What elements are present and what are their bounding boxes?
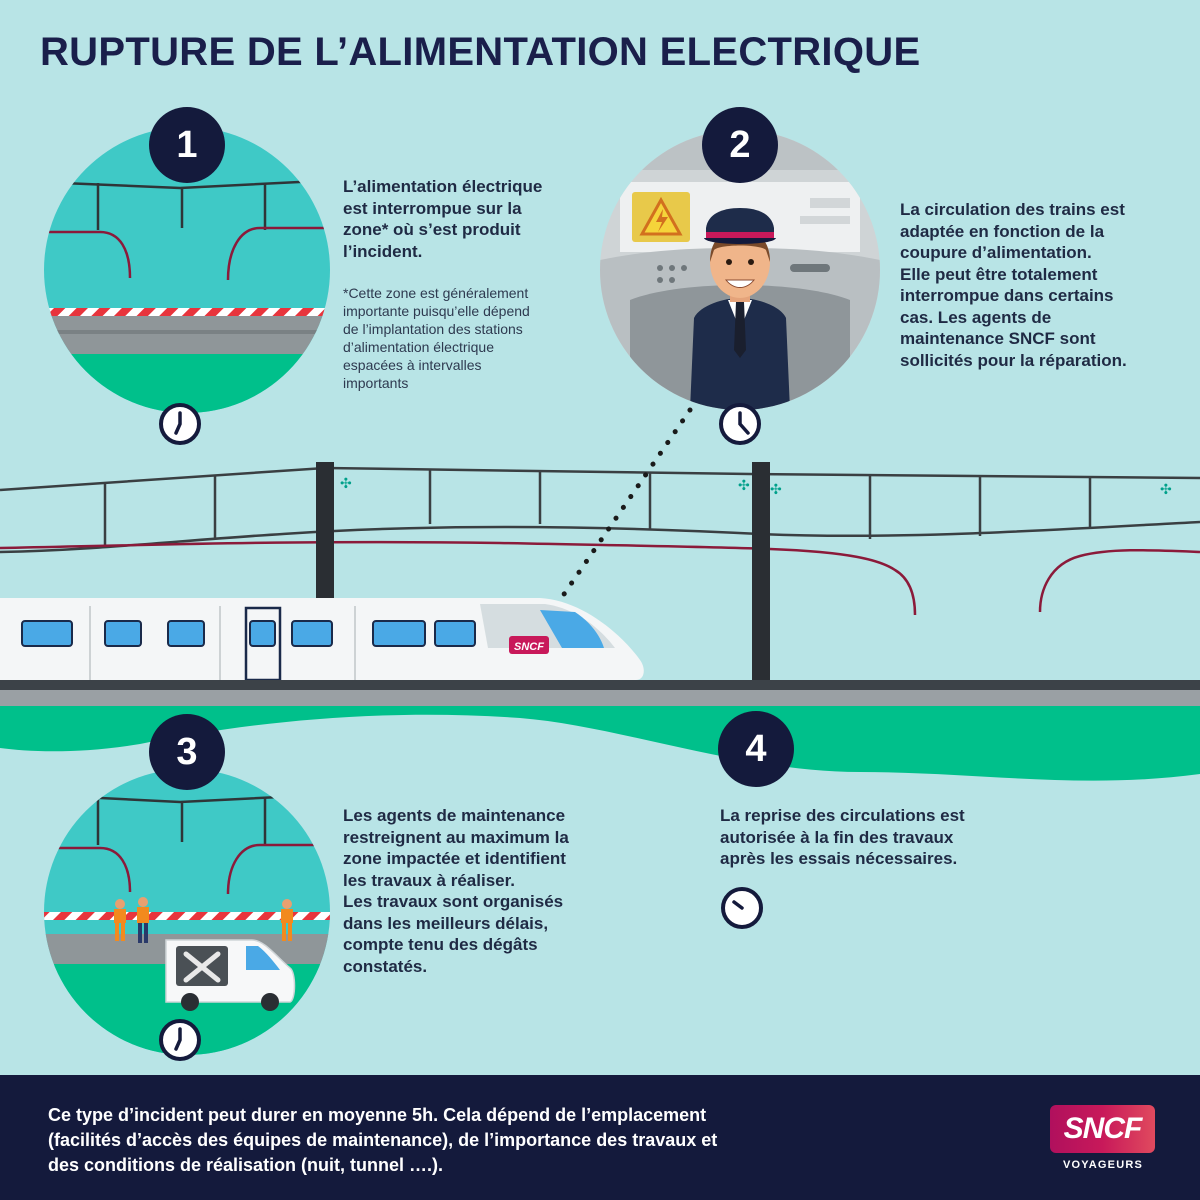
svg-text:SNCF: SNCF <box>514 641 544 653</box>
clock-icon <box>159 403 201 445</box>
step-4-badge: 4 <box>718 711 794 787</box>
overhead-line: ✣ ✣ ✣ ✣ <box>0 462 1200 687</box>
clock-icon <box>159 1019 201 1061</box>
svg-text:✣: ✣ <box>738 477 750 493</box>
tools-icon <box>183 951 221 983</box>
svg-text:✣: ✣ <box>770 481 782 497</box>
lightning-icon <box>656 209 668 232</box>
step-3-illustration <box>44 769 330 1055</box>
clock-icon <box>719 403 761 445</box>
track-bed <box>0 690 1200 706</box>
ground-band <box>0 706 1200 781</box>
logo-subtitle: VOYAGEURS <box>1062 1159 1144 1171</box>
dotted-connector <box>557 407 693 603</box>
step-3-badge: 3 <box>149 714 225 790</box>
maintenance-van <box>165 939 296 1011</box>
maintenance-workers <box>114 897 293 943</box>
step-3-text: Les agents de maintenance restreignent a… <box>343 806 569 976</box>
step-2-illustration <box>600 130 880 410</box>
svg-text:✣: ✣ <box>340 475 352 491</box>
step-1-text: L’alimentation électrique est interrompu… <box>343 177 543 261</box>
page-title: RUPTURE DE L’ALIMENTATION ELECTRIQUE <box>40 30 921 74</box>
step-2-badge: 2 <box>702 107 778 183</box>
rail <box>0 680 1200 690</box>
step-2-text: La circulation des trains est adaptée en… <box>900 200 1127 370</box>
step-4-text: La reprise des circulations est autorisé… <box>720 806 965 868</box>
sncf-logo-mark: SNCF <box>1050 1105 1155 1153</box>
footer: Ce type d’incident peut durer en moyenne… <box>0 1075 1200 1200</box>
broken-contact-wire <box>0 540 1200 616</box>
svg-text:✣: ✣ <box>1160 481 1172 497</box>
train: SNCF <box>0 598 644 682</box>
step-1-note: *Cette zone est généralement importante … <box>343 285 530 391</box>
step-1-badge: 1 <box>149 107 225 183</box>
footer-text: Ce type d’incident peut durer en moyenne… <box>48 1105 718 1175</box>
train-sncf-logo: SNCF <box>509 636 549 654</box>
sncf-voyageurs-logo: SNCF VOYAGEURS <box>1040 1105 1160 1175</box>
clock-icon <box>721 887 763 929</box>
